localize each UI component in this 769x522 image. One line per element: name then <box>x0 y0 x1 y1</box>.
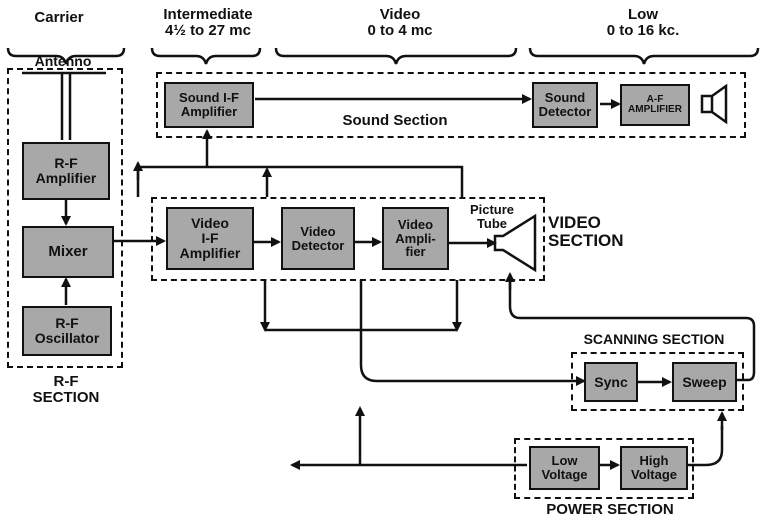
video-if-amplifier-block: Video I-F Amplifier <box>166 207 254 270</box>
scanning-section-label: SCANNING SECTION <box>583 331 725 347</box>
speaker-symbol <box>700 83 728 125</box>
brace-intermediate <box>150 47 262 65</box>
antenna-label: Antenno <box>34 53 92 69</box>
band-label-video: Video 0 to 4 mc <box>367 6 433 39</box>
band-label-carrier: Carrier <box>34 9 84 26</box>
sound-section-label: Sound Section <box>342 112 448 129</box>
brace-low <box>528 47 760 65</box>
mixer-block: Mixer <box>22 226 114 278</box>
video-detector-block: Video Detector <box>281 207 355 270</box>
band-label-intermediate: Intermediate 4½ to 27 mc <box>163 6 253 39</box>
rf-oscillator-block: R-F Oscillator <box>22 306 112 356</box>
band-label-low: Low 0 to 16 kc. <box>606 6 680 39</box>
af-amplifier-block: A-F AMPLIFIER <box>620 84 690 126</box>
sync-bus <box>265 280 496 383</box>
sound-if-amplifier-block: Sound I-F Amplifier <box>164 82 254 128</box>
video-section-box <box>151 197 545 281</box>
brace-carrier <box>6 47 126 65</box>
sync-block: Sync <box>584 362 638 402</box>
brace-video <box>274 47 518 65</box>
picture-tube-symbol <box>493 213 537 273</box>
rf-amplifier-block: R-F Amplifier <box>22 142 110 200</box>
power-section-label: POWER SECTION <box>546 501 674 518</box>
high-voltage-block: High Voltage <box>620 446 688 490</box>
sound-section-box <box>156 72 746 138</box>
sweep-to-tube-line <box>508 280 756 382</box>
rf-section-box <box>7 68 123 368</box>
video-amplifier-block: Video Ampli- fier <box>382 207 449 270</box>
rf-section-label: R-F SECTION <box>32 373 100 406</box>
low-voltage-block: Low Voltage <box>529 446 600 490</box>
if-bus <box>136 165 464 197</box>
picture-tube-label: Picture Tube <box>469 202 515 231</box>
antenna-symbol <box>22 71 106 140</box>
video-section-label: VIDEO SECTION <box>548 213 624 250</box>
high-voltage-up-line <box>688 426 724 467</box>
sound-detector-block: Sound Detector <box>532 82 598 128</box>
power-section-box <box>514 438 694 499</box>
sweep-block: Sweep <box>672 362 737 402</box>
scanning-section-box <box>571 352 744 411</box>
